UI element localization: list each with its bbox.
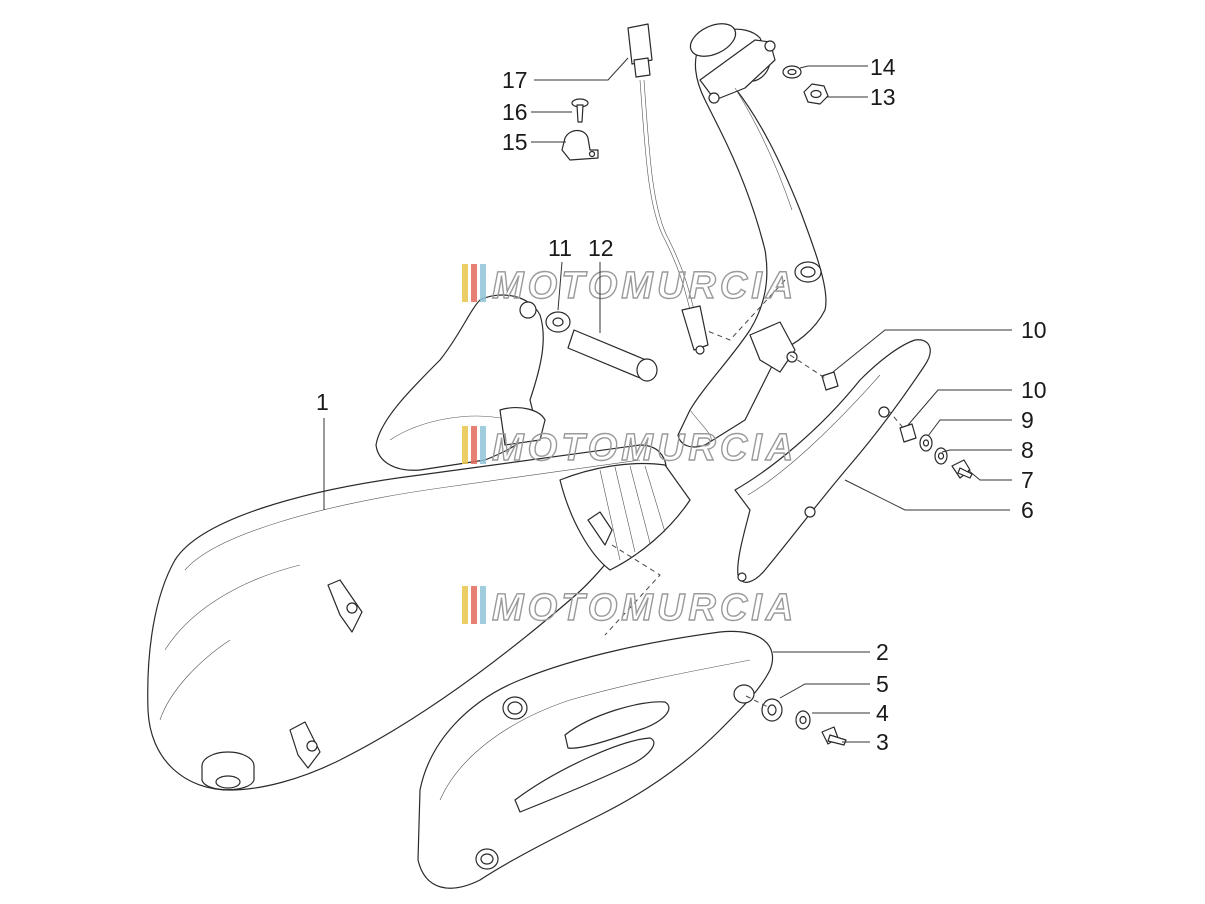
watermark-top: MOTOMURCIA: [462, 264, 797, 308]
grommet-5: [761, 698, 783, 722]
callout-labels: 1 2 3 4 5 6 7 8 9 10 10 11 12 13 14 15 1…: [316, 54, 1047, 755]
leader-17: [534, 57, 629, 81]
washer-9: [919, 434, 933, 452]
leader-8: [941, 449, 1012, 453]
watermark-stripe-3: [480, 426, 486, 464]
callout-11: 11: [548, 235, 572, 261]
watermark-stripe-3: [480, 264, 486, 302]
watermark-middle: MOTOMURCIA: [462, 426, 797, 470]
bolt-3: [821, 726, 847, 746]
silencer-heat-guard: [417, 630, 774, 889]
watermark-text: MOTOMURCIA: [492, 427, 797, 469]
leader-9: [927, 419, 1012, 437]
nut-13: [803, 83, 829, 105]
callout-10b: 10: [1021, 377, 1047, 403]
watermark-text: MOTOMURCIA: [492, 587, 797, 629]
exhaust-pipe: [677, 23, 827, 448]
spacer-10a: [821, 371, 839, 391]
callout-16: 16: [502, 99, 528, 125]
callout-13: 13: [870, 84, 896, 110]
watermark-text: MOTOMURCIA: [492, 265, 797, 307]
callout-15: 15: [502, 129, 528, 155]
washer-14: [782, 65, 802, 79]
assembly-lines: [604, 279, 906, 709]
callout-4: 4: [876, 700, 889, 726]
callout-1: 1: [316, 389, 329, 415]
watermark-stripe-2: [471, 264, 477, 302]
callout-10a: 10: [1021, 317, 1047, 343]
watermark-bottom: MOTOMURCIA: [462, 586, 797, 630]
leader-7: [967, 469, 1012, 481]
lambda-sensor: [627, 23, 709, 355]
callout-8: 8: [1021, 437, 1034, 463]
watermark-stripe-2: [471, 586, 477, 624]
callout-14: 14: [870, 54, 896, 80]
washer-8: [934, 447, 948, 465]
washer-11: [545, 311, 571, 333]
bolt-12: [567, 329, 658, 382]
callout-5: 5: [876, 671, 889, 697]
leader-10a: [832, 329, 1012, 373]
watermark-stripe-2: [471, 426, 477, 464]
callout-7: 7: [1021, 467, 1034, 493]
pipe-heat-shield: [734, 339, 931, 583]
screw-16: [571, 98, 589, 123]
leader-5: [779, 683, 870, 699]
callout-6: 6: [1021, 497, 1034, 523]
watermark-stripe-1: [462, 426, 468, 464]
watermark-stripe-3: [480, 586, 486, 624]
leader-lines: [323, 57, 1012, 743]
spacer-10b: [899, 423, 917, 443]
callout-2: 2: [876, 639, 889, 665]
leader-10b: [907, 389, 1012, 426]
leader-11: [557, 261, 563, 311]
callout-17: 17: [502, 67, 528, 93]
bolt-7: [951, 459, 973, 479]
callout-3: 3: [876, 729, 889, 755]
leader-14: [799, 65, 868, 69]
leader-6: [844, 479, 1010, 511]
watermark-stripe-1: [462, 586, 468, 624]
watermark-stripe-1: [462, 264, 468, 302]
callout-9: 9: [1021, 407, 1034, 433]
washer-4: [795, 710, 811, 730]
wire-clamp: [561, 129, 599, 161]
silencer: [147, 407, 691, 791]
callout-12: 12: [588, 235, 614, 261]
